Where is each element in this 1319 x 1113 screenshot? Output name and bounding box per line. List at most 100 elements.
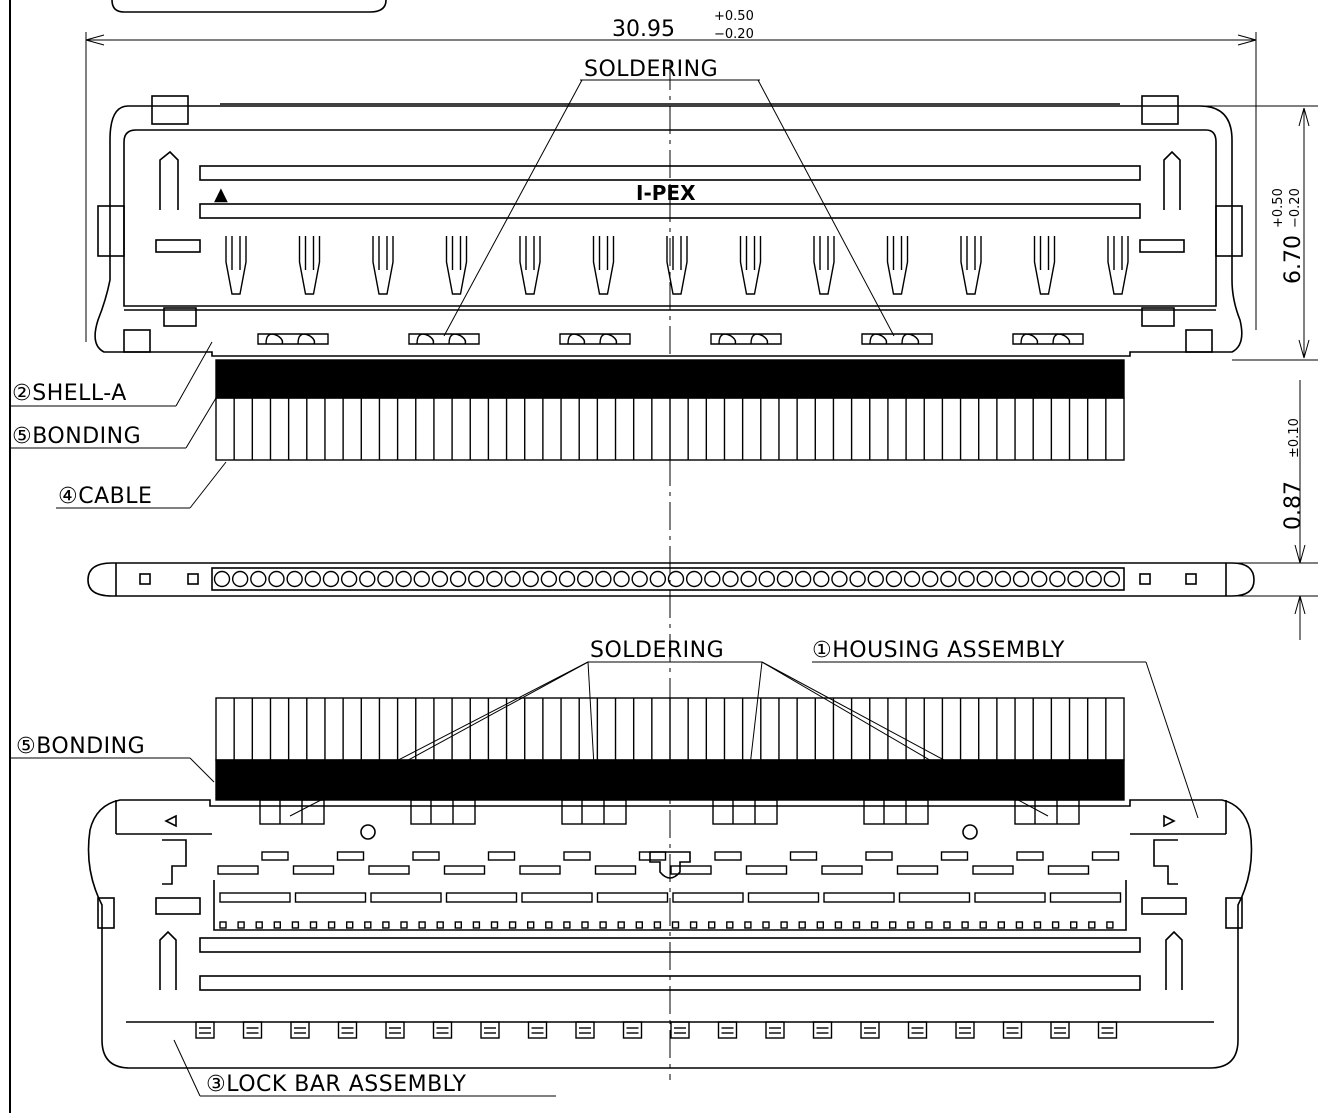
conductor-section: [213, 570, 231, 588]
contact-square: [907, 921, 915, 929]
conductor-section: [1030, 570, 1048, 588]
lock-bar-tooth: [527, 1021, 548, 1039]
solder-pad: [710, 333, 782, 345]
contact-square: [436, 921, 444, 929]
triangle-marker-icon: ▲: [214, 184, 228, 205]
contact-pad-upper: [865, 851, 893, 861]
conductor-section: [867, 570, 884, 588]
conductor-section: [831, 570, 848, 588]
contact-pad-upper: [789, 851, 818, 861]
conductor-section: [1049, 570, 1066, 588]
contact-pad-lower: [443, 865, 486, 875]
conductor-section: [340, 570, 358, 588]
solder-pad: [559, 333, 631, 345]
contact-square: [1069, 921, 1078, 929]
conductor-section: [1012, 570, 1030, 588]
conductor-section: [976, 570, 993, 588]
terminal-clip: [445, 236, 468, 295]
terminal-clip: [298, 236, 321, 295]
solder-pad: [408, 333, 480, 345]
lock-bar-tooth: [907, 1021, 928, 1039]
lock-bar-tooth: [812, 1021, 833, 1039]
width-tolerance-lower: −0.20: [714, 27, 754, 42]
contact-square: [780, 921, 788, 929]
contact-square: [997, 921, 1005, 929]
soldering-label-top: SOLDERING: [584, 57, 718, 82]
lock-bar-tooth: [860, 1021, 880, 1039]
conductor-section: [631, 570, 648, 588]
conductor-section: [268, 570, 285, 588]
contact-bar: [898, 892, 971, 903]
height-tolerance-lower: −0.20: [1288, 188, 1303, 228]
terminal-clip: [1033, 236, 1056, 295]
conductor-section: [1085, 570, 1102, 588]
contact-square: [852, 921, 861, 929]
contact-pad-upper: [638, 851, 667, 861]
contact-pad-lower: [896, 865, 939, 875]
conductor-section: [613, 570, 630, 588]
conductor-section: [740, 570, 757, 588]
conductor-section: [776, 570, 794, 588]
contact-pad-upper: [1016, 851, 1044, 861]
lock-bar-tooth: [1002, 1021, 1023, 1039]
lock-bar-tooth: [480, 1021, 500, 1039]
conductor-section: [522, 570, 539, 588]
contact-square: [219, 921, 227, 929]
lock-bar-tooth: [575, 1021, 595, 1039]
contact-square: [671, 921, 680, 929]
contact-square: [617, 921, 625, 929]
terminal-clip: [813, 236, 835, 295]
contact-square: [346, 921, 354, 929]
bonding-strip-top: [215, 359, 1125, 399]
contact-square: [816, 921, 824, 929]
thickness-tolerance: ±0.10: [1287, 418, 1302, 458]
contact-square: [599, 921, 607, 929]
conductor-section: [903, 570, 921, 588]
arrow-right-marker-icon: [1163, 814, 1176, 828]
solder-pad-group: [259, 799, 325, 825]
contact-pad-lower: [821, 865, 863, 875]
solder-pad-group: [1014, 799, 1080, 825]
contact-square: [1106, 921, 1114, 929]
terminal-clip: [519, 236, 541, 295]
height-dimension-value: 6.70: [1281, 235, 1306, 284]
lock-bar-tooth: [195, 1021, 215, 1039]
conductor-section: [722, 570, 739, 588]
contact-pad-lower: [1047, 865, 1090, 875]
conductor-section: [685, 570, 703, 588]
solder-pad: [1012, 333, 1084, 345]
contact-square: [1088, 921, 1096, 929]
contact-square: [925, 921, 933, 929]
contact-square: [635, 921, 643, 929]
contact-bar: [823, 892, 895, 903]
brand-marking: I-PEX: [636, 181, 696, 205]
terminal-clip: [739, 236, 762, 295]
bonding-label-top: ⑤BONDING: [12, 424, 141, 449]
lock-bar-assembly-label: ③LOCK BAR ASSEMBLY: [206, 1072, 467, 1097]
contact-square: [400, 921, 408, 929]
conductor-section: [758, 570, 775, 588]
contact-bar: [1049, 892, 1122, 903]
conductor-section: [1103, 570, 1121, 588]
conductor-section: [231, 570, 249, 588]
contact-square: [726, 921, 734, 929]
conductor-section: [468, 570, 485, 588]
lock-bar-tooth: [385, 1021, 405, 1039]
thickness-dimension-value: 0.87: [1281, 481, 1306, 530]
lock-bar-tooth: [1050, 1021, 1070, 1039]
lock-bar-tooth: [670, 1021, 690, 1039]
contact-square: [653, 921, 662, 929]
contact-pad-upper: [940, 851, 969, 861]
terminal-clip: [886, 236, 909, 295]
contact-square: [472, 921, 481, 929]
lock-bar-tooth: [622, 1021, 643, 1039]
bottom-view: [87, 799, 1253, 1069]
contact-square: [798, 921, 806, 929]
contact-bar: [672, 892, 744, 903]
lock-bar-tooth: [337, 1021, 358, 1039]
conductor-section: [304, 570, 321, 588]
conductor-section: [577, 570, 594, 588]
conductor-section: [595, 570, 612, 588]
conductor-section: [377, 570, 394, 588]
